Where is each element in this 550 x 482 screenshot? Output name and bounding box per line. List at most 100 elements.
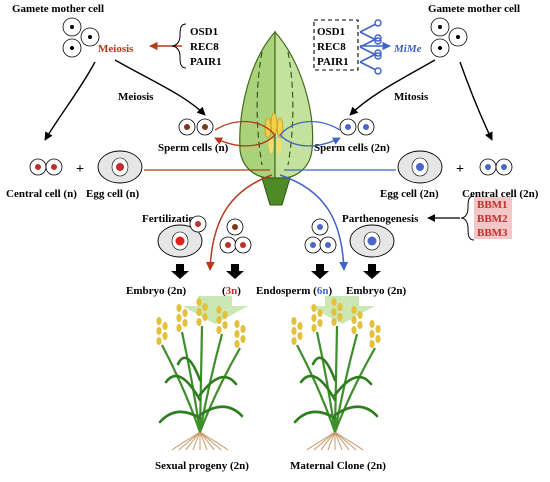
stem bbox=[296, 344, 337, 433]
flower-leaf-right bbox=[274, 30, 314, 179]
grain bbox=[202, 313, 208, 321]
meiosis-red-label: Meiosis bbox=[98, 43, 134, 55]
grain bbox=[196, 308, 202, 316]
grain bbox=[375, 325, 381, 333]
grain bbox=[337, 313, 343, 321]
grain bbox=[351, 326, 357, 334]
grain bbox=[357, 321, 363, 329]
leaf bbox=[299, 374, 337, 402]
root bbox=[199, 431, 208, 451]
sperm-loop-blue bbox=[279, 120, 341, 147]
grain bbox=[331, 308, 337, 316]
big-arrow-right bbox=[309, 296, 375, 324]
grain bbox=[291, 327, 297, 335]
mitosis-arrow-to-egg bbox=[459, 61, 493, 141]
flower-dashed-ovary bbox=[256, 51, 294, 166]
sexual-progeny-plant bbox=[156, 298, 246, 451]
meiosis-arrow-to-sperm bbox=[114, 59, 206, 116]
leaf bbox=[198, 375, 238, 397]
grain bbox=[156, 317, 162, 325]
root bbox=[334, 431, 343, 451]
leaf bbox=[158, 410, 202, 424]
gene-label: PAIR1 bbox=[317, 56, 349, 68]
embryo-right-label: Embryo (2n) bbox=[346, 285, 407, 297]
leaf bbox=[311, 356, 337, 382]
root bbox=[320, 431, 336, 451]
gene-brace-bbm bbox=[460, 195, 475, 241]
root bbox=[334, 431, 350, 451]
gene-label: OSD1 bbox=[190, 26, 218, 38]
central-cell-left bbox=[29, 158, 63, 176]
root bbox=[185, 431, 201, 451]
grain bbox=[196, 318, 202, 326]
grain bbox=[222, 321, 228, 329]
egg-cell-right bbox=[397, 150, 443, 184]
mime-label: MiMe bbox=[393, 43, 422, 55]
down-arrows bbox=[171, 264, 381, 279]
leaf bbox=[198, 405, 244, 418]
grain bbox=[176, 324, 182, 332]
grain bbox=[317, 319, 323, 327]
grain bbox=[317, 309, 323, 317]
fertilization-label: Fertilization bbox=[142, 213, 200, 225]
gamete-mother-right-label: Gamete mother cell bbox=[428, 3, 520, 15]
grain bbox=[162, 322, 168, 330]
egg-cell-right-label: Egg cell (2n) bbox=[380, 188, 439, 200]
gene-label: BBM3 bbox=[477, 227, 508, 239]
grain bbox=[222, 311, 228, 319]
endosperm-arrow-blue bbox=[279, 174, 349, 271]
grain bbox=[369, 320, 375, 328]
gene-label: PAIR1 bbox=[190, 56, 222, 68]
grain bbox=[357, 311, 363, 319]
central-cell-left-label: Central cell (n) bbox=[6, 188, 77, 200]
gene-box bbox=[474, 197, 512, 211]
grain bbox=[234, 320, 240, 328]
gene-label: OSD1 bbox=[317, 26, 345, 38]
grain bbox=[156, 337, 162, 345]
stem bbox=[315, 331, 337, 433]
egg-cell-left bbox=[97, 150, 143, 184]
scissors-icons bbox=[359, 19, 382, 75]
root bbox=[192, 431, 201, 451]
grain bbox=[234, 340, 240, 348]
mitosis-arrow-label: Mitosis bbox=[394, 91, 429, 103]
meiosis-arrow-label: Meiosis bbox=[118, 91, 154, 103]
grain bbox=[182, 309, 188, 317]
plus-left: + bbox=[76, 162, 84, 177]
fertilized-egg bbox=[157, 224, 203, 258]
grain bbox=[176, 304, 182, 312]
root bbox=[171, 431, 201, 451]
grain bbox=[351, 306, 357, 314]
stem bbox=[333, 347, 376, 433]
scissors-icon bbox=[359, 49, 382, 75]
endosperm-arrow-red bbox=[205, 174, 273, 271]
big-arrow-left bbox=[182, 296, 248, 324]
root bbox=[327, 431, 336, 451]
sexual-progeny-label: Sexual progeny (2n) bbox=[155, 460, 249, 472]
root bbox=[334, 431, 364, 451]
central-flower bbox=[239, 30, 314, 206]
fertilization-sperm bbox=[189, 215, 207, 233]
central-cell-right bbox=[479, 158, 513, 176]
grain bbox=[351, 316, 357, 324]
grain bbox=[216, 326, 222, 334]
endosperm-cells-6n bbox=[304, 218, 337, 254]
gamete-mother-cell-left bbox=[62, 17, 100, 58]
grain bbox=[216, 316, 222, 324]
maternal-clone-plant bbox=[291, 298, 381, 451]
grain bbox=[331, 298, 337, 306]
three-n-label: (3n) bbox=[222, 285, 241, 297]
root bbox=[199, 431, 229, 451]
scissors-icon bbox=[359, 19, 382, 45]
stem bbox=[180, 331, 202, 433]
root bbox=[199, 431, 215, 451]
maternal-clone-label: Maternal Clone (2n) bbox=[290, 460, 386, 472]
grain bbox=[202, 303, 208, 311]
gene-box bbox=[474, 225, 512, 239]
leaf bbox=[333, 405, 379, 418]
grain bbox=[182, 319, 188, 327]
egg-cell-left-label: Egg cell (n) bbox=[86, 188, 139, 200]
gene-label: REC8 bbox=[190, 41, 219, 53]
